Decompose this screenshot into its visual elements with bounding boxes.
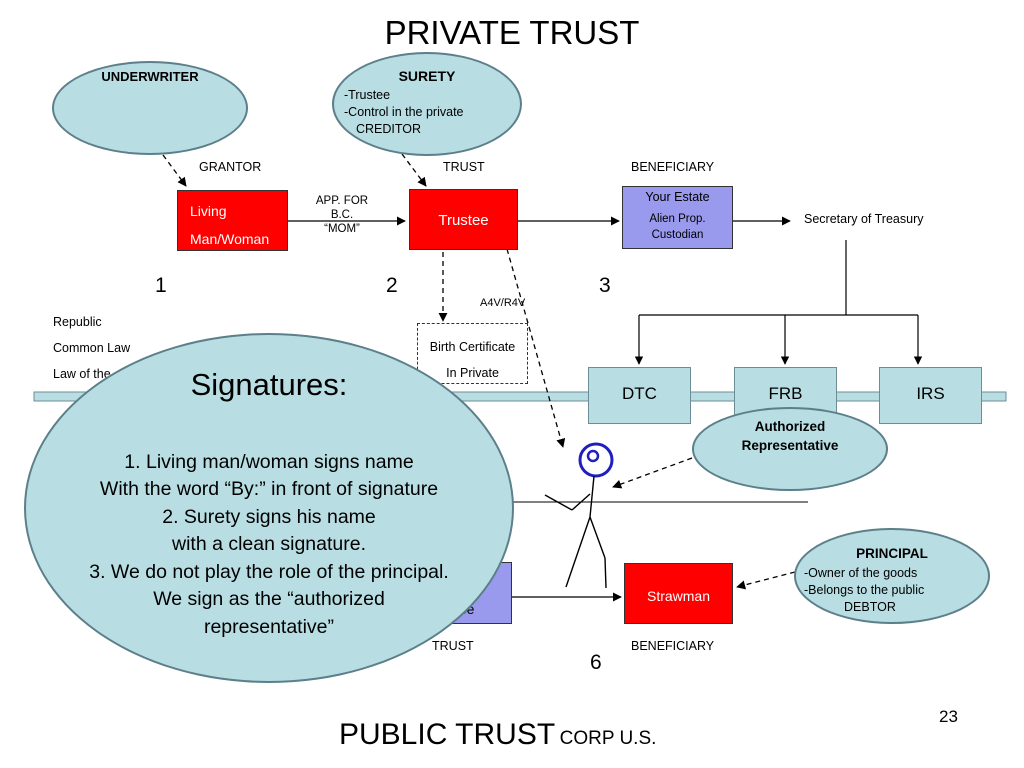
principal-line-3: DEBTOR [844,600,896,614]
principal-line-2: -Belongs to the public [804,583,925,597]
step-number-3: 3 [599,274,611,297]
app-for-bc-label: APP. FOR B.C. “MOM” [302,194,382,236]
beneficiary-label-top: BENEFICIARY [631,160,715,174]
estate-line-1: Your Estate [645,190,710,204]
birth-line-1: Birth Certificate [429,340,516,354]
strawman-box: Strawman [624,563,733,624]
trust-label-top: TRUST [443,160,485,174]
step-number-1: 1 [155,274,167,297]
dashed-a4v-link [500,239,566,448]
bottom-title: PUBLIC TRUST CORP U.S. [339,718,656,752]
signatures-line-7: representative” [203,616,335,638]
page-number: 23 [939,707,958,726]
underwriter-oval: UNDERWRITER [52,61,248,155]
surety-title: SURETY [398,68,456,84]
authorized-representative-oval: Authorized Representative [692,407,888,491]
estate-line-3: Custodian [651,229,704,241]
a4v-r4v-label: A4V/R4V [480,297,526,309]
living-man-woman-box: Living Man/Woman [177,190,288,251]
step-number-6: 6 [590,651,602,674]
stick-figure-icon [544,442,614,589]
dtc-box: DTC [588,367,691,424]
dashed-principal-to-strawman [736,571,796,590]
authorized-line-1: Authorized [754,419,826,434]
signatures-oval: Signatures: 1. Living man/woman signs na… [24,333,514,683]
estate-line-2: Alien Prop. [649,213,706,225]
app-line-3: “MOM” [324,223,360,235]
surety-line-3: CREDITOR [356,122,422,136]
signatures-line-6: We sign as the “authorized [153,588,385,610]
authorized-line-2: Representative [741,438,839,453]
principal-oval: PRINCIPAL -Owner of the goods -Belongs t… [794,528,990,624]
step-number-2: 2 [386,274,398,297]
living-line-2: Man/Woman [190,231,270,247]
irs-box: IRS [879,367,982,424]
republic-label: Republic [53,315,102,329]
dashed-authorized-to-figure [612,457,693,489]
secretary-of-treasury: Secretary of Treasury [804,212,924,226]
signatures-line-3: 2. Surety signs his name [162,506,376,528]
strawman-label: Strawman [646,588,711,604]
your-estate-box: Your Estate Alien Prop. Custodian [622,186,733,249]
trust-label-bottom: TRUST [432,639,474,653]
surety-oval: SURETY -Trustee -Control in the private … [332,52,522,156]
underwriter-label: UNDERWRITER [101,69,199,84]
signatures-line-4: with a clean signature. [171,533,367,555]
common-law-label: Common Law [53,341,131,355]
living-line-1: Living [190,203,227,219]
trustee-box-top: Trustee [409,189,518,250]
bottom-title-small: CORP U.S. [559,728,657,749]
signatures-line-2: With the word “By:” in front of signatur… [99,478,439,500]
signatures-line-1: 1. Living man/woman signs name [124,451,414,473]
frb-label: FRB [768,384,803,403]
birth-line-2: In Private [446,366,499,380]
principal-line-1: -Owner of the goods [804,566,918,580]
slide-title: PRIVATE TRUST [384,14,640,51]
dtc-label: DTC [622,384,657,403]
signatures-title: Signatures: [190,367,348,402]
trustee-label-top: Trustee [438,212,489,229]
principal-title: PRINCIPAL [856,546,928,561]
app-line-2: B.C. [330,209,354,221]
signatures-line-5: 3. We do not play the role of the princi… [89,561,449,583]
law-of-the-label: Law of the [53,367,111,381]
dashed-surety-to-trust [401,153,427,187]
surety-line-2: -Control in the private [344,105,464,119]
irs-label: IRS [916,384,945,403]
beneficiary-label-bottom: BENEFICIARY [631,639,715,653]
surety-line-1: -Trustee [344,88,391,102]
birth-certificate-box: Birth Certificate In Private [417,323,528,384]
app-line-1: APP. FOR [315,195,369,207]
dashed-underwriter-to-grantor [162,154,187,187]
bottom-title-main: PUBLIC TRUST [339,718,556,751]
grantor-label: GRANTOR [199,160,262,174]
